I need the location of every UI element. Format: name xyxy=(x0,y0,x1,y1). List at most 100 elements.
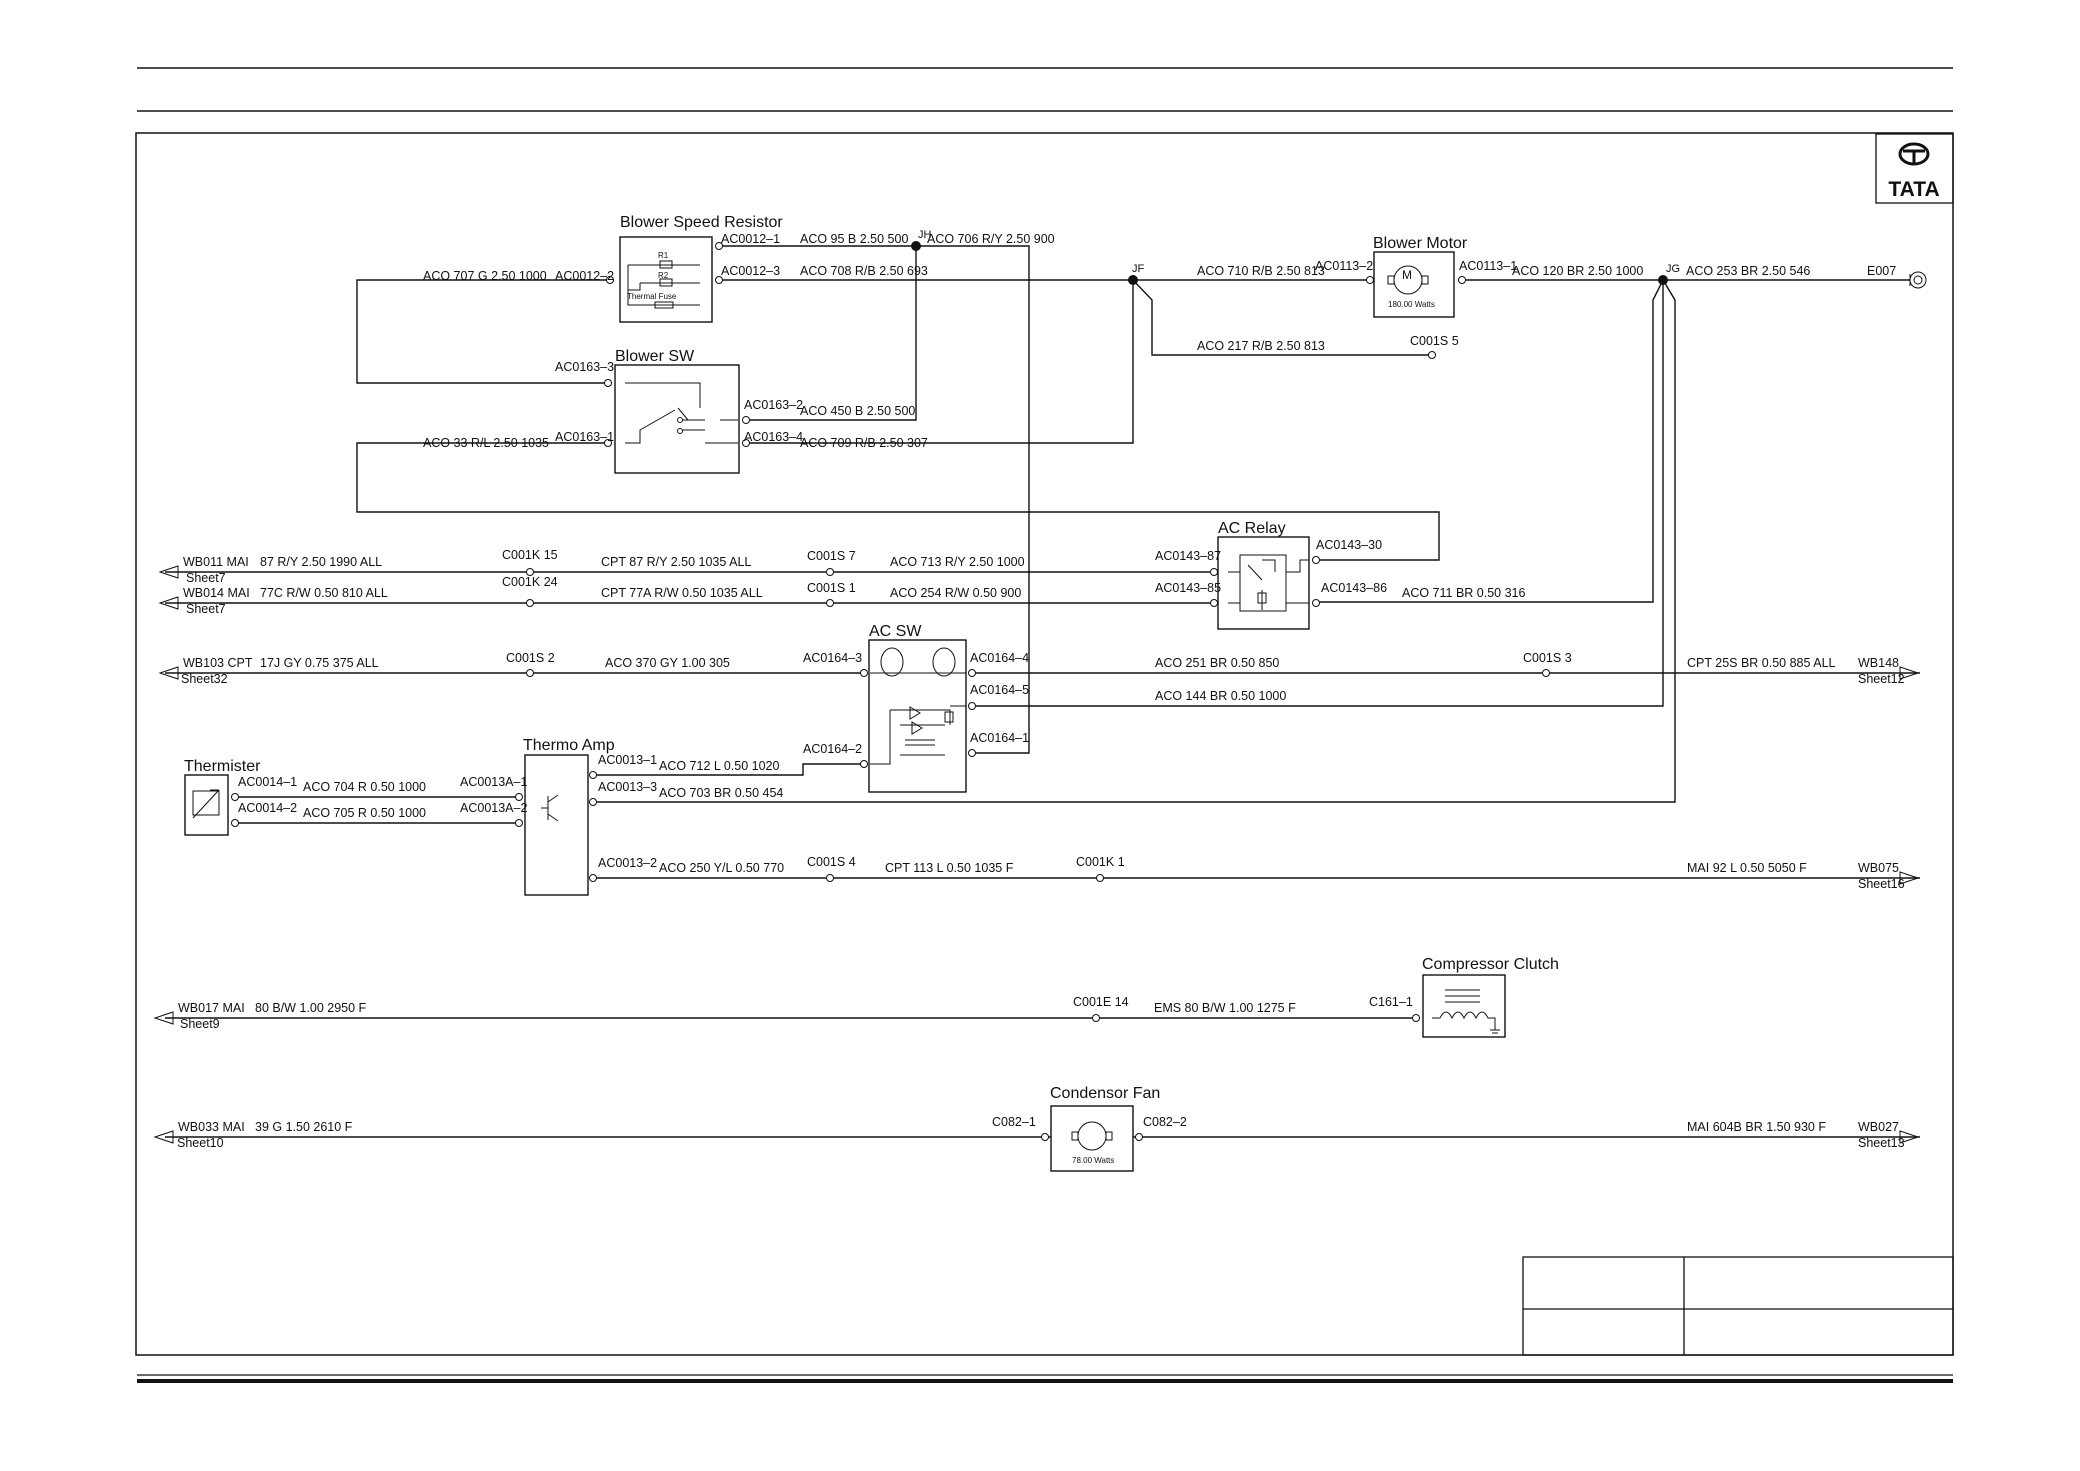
conn-ac0012-1: AC0012–1 xyxy=(721,232,780,246)
conn-wb075: WB075 xyxy=(1858,861,1899,875)
wire-87-cpt: CPT 87 R/Y 2.50 1035 ALL xyxy=(601,555,751,569)
conn-sheet10: Sheet10 xyxy=(177,1136,224,1150)
conn-wb148: WB148 xyxy=(1858,656,1899,670)
conn-wb027: WB027 xyxy=(1858,1120,1899,1134)
compressor-clutch-title: Compressor Clutch xyxy=(1422,956,1559,973)
ac-relay-title: AC Relay xyxy=(1218,520,1286,537)
conn-c001k15: C001K 15 xyxy=(502,548,558,562)
conn-c001k1: C001K 1 xyxy=(1076,855,1125,869)
conn-sheet16: Sheet16 xyxy=(1858,877,1905,891)
conn-ac0014-1: AC0014–1 xyxy=(238,775,297,789)
thermister xyxy=(184,774,229,836)
conn-wb017: WB017 MAI xyxy=(178,1001,245,1015)
blower-speed-resistor-title: Blower Speed Resistor xyxy=(620,214,783,231)
conn-c082-2: C082–2 xyxy=(1143,1115,1187,1129)
thermo-amp xyxy=(524,754,589,896)
conn-ac0163-1: AC0163–1 xyxy=(555,430,614,444)
wire-95: ACO 95 B 2.50 500 xyxy=(800,232,908,246)
conn-ac0143-85: AC0143–85 xyxy=(1155,581,1221,595)
conn-wb033: WB033 MAI xyxy=(178,1120,245,1134)
conn-c082-1: C082–1 xyxy=(992,1115,1036,1129)
conn-sheet32: Sheet32 xyxy=(181,672,228,686)
conn-sheet7-a: Sheet7 xyxy=(186,571,226,585)
pin-terminals xyxy=(231,242,1550,1141)
conn-c001s2: C001S 2 xyxy=(506,651,555,665)
wire-370: ACO 370 GY 1.00 305 xyxy=(605,656,730,670)
wire-708: ACO 708 R/B 2.50 693 xyxy=(800,264,928,278)
wire-254: ACO 254 R/W 0.50 900 xyxy=(890,586,1021,600)
conn-c161-1: C161–1 xyxy=(1369,995,1413,1009)
condensor-fan: 78.00 Watts xyxy=(1050,1105,1134,1172)
condensor-fan-title: Condensor Fan xyxy=(1050,1085,1160,1102)
wire-709: ACO 709 R/B 2.50 307 xyxy=(800,436,928,450)
bsr-r2-label: R2 xyxy=(658,271,669,280)
conn-wb014: WB014 MAI xyxy=(183,586,250,600)
wire-705: ACO 705 R 0.50 1000 xyxy=(303,806,426,820)
bsr-r1-label: R1 xyxy=(658,251,669,260)
conn-ac0163-4: AC0163–4 xyxy=(744,430,803,444)
conn-ac0113-1: AC0113–1 xyxy=(1459,259,1517,273)
conn-ac0143-86: AC0143–86 xyxy=(1321,581,1387,595)
tata-logo: TATA xyxy=(1875,133,1954,204)
wire-703: ACO 703 BR 0.50 454 xyxy=(659,786,783,800)
wire-120: ACO 120 BR 2.50 1000 xyxy=(1512,264,1643,278)
blower-speed-resistor: R1 R2 Thermal Fuse xyxy=(619,236,713,323)
junction-jh-label: JH xyxy=(918,229,932,241)
wire-77a: CPT 77A R/W 0.50 1035 ALL xyxy=(601,586,763,600)
conn-c001s5: C001S 5 xyxy=(1410,334,1459,348)
ac-switch xyxy=(868,639,967,793)
conn-sheet13: Sheet13 xyxy=(1858,1136,1905,1150)
drawing-border xyxy=(135,132,1954,1356)
offsheet-arrows xyxy=(153,565,1920,1144)
wire-450: ACO 450 B 2.50 500 xyxy=(800,404,915,418)
title-block xyxy=(1522,1256,1954,1356)
wire-80: 80 B/W 1.00 2950 F xyxy=(255,1001,367,1015)
wire-17j: 17J GY 0.75 375 ALL xyxy=(260,656,379,670)
junction-jf-label: JF xyxy=(1132,263,1145,275)
wire-80-ems: EMS 80 B/W 1.00 1275 F xyxy=(1154,1001,1296,1015)
thermo-amp-title: Thermo Amp xyxy=(523,737,615,754)
wire-144: ACO 144 BR 0.50 1000 xyxy=(1155,689,1286,703)
conn-ac0012-3: AC0012–3 xyxy=(721,264,780,278)
junction-jh xyxy=(911,241,921,251)
ac-sw-title: AC SW xyxy=(869,623,922,640)
conn-c001s3: C001S 3 xyxy=(1523,651,1572,665)
wire-87: 87 R/Y 2.50 1990 ALL xyxy=(260,555,382,569)
e007-ground-terminal xyxy=(1909,271,1927,289)
compressor-clutch xyxy=(1422,974,1506,1038)
wire-704: ACO 704 R 0.50 1000 xyxy=(303,780,426,794)
conn-ac0163-3: AC0163–3 xyxy=(555,360,614,374)
wire-33: ACO 33 R/L 2.50 1035 xyxy=(423,436,549,450)
conn-ac0012-2: AC0012–2 xyxy=(555,269,614,283)
conn-ac0163-2: AC0163–2 xyxy=(744,398,803,412)
conn-sheet7-b: Sheet7 xyxy=(186,602,226,616)
conn-ac0013-3: AC0013–3 xyxy=(598,780,657,794)
conn-ac0164-3: AC0164–3 xyxy=(803,651,862,665)
conn-ac0164-2: AC0164–2 xyxy=(803,742,862,756)
conn-c001e14: C001E 14 xyxy=(1073,995,1129,1009)
conn-sheet9: Sheet9 xyxy=(180,1017,220,1031)
conn-c001s1: C001S 1 xyxy=(807,581,856,595)
wire-713: ACO 713 R/Y 2.50 1000 xyxy=(890,555,1025,569)
wire-707: ACO 707 G 2.50 1000 xyxy=(423,269,547,283)
conn-c001k24: C001K 24 xyxy=(502,575,558,589)
wiring xyxy=(165,245,1920,1138)
ac-relay xyxy=(1217,536,1310,630)
conn-ac0014-2: AC0014–2 xyxy=(238,801,297,815)
wire-25s: CPT 25S BR 0.50 885 ALL xyxy=(1687,656,1836,670)
conn-e007: E007 xyxy=(1867,264,1896,278)
conn-c001s7: C001S 7 xyxy=(807,549,856,563)
conn-c001s4: C001S 4 xyxy=(807,855,856,869)
blower-motor-title: Blower Motor xyxy=(1373,235,1468,252)
junction-jg xyxy=(1658,275,1668,285)
wire-77c: 77C R/W 0.50 810 ALL xyxy=(260,586,388,600)
conn-ac0164-4: AC0164–4 xyxy=(970,651,1029,665)
wire-253: ACO 253 BR 2.50 546 xyxy=(1686,264,1810,278)
conn-wb103: WB103 CPT xyxy=(183,656,253,670)
wire-712: ACO 712 L 0.50 1020 xyxy=(659,759,780,773)
conn-ac0013a-2: AC0013A–2 xyxy=(460,801,527,815)
conn-ac0143-30: AC0143–30 xyxy=(1316,538,1382,552)
wire-39: 39 G 1.50 2610 F xyxy=(255,1120,353,1134)
wire-604b: MAI 604B BR 1.50 930 F xyxy=(1687,1120,1826,1134)
conn-ac0013-2: AC0013–2 xyxy=(598,856,657,870)
